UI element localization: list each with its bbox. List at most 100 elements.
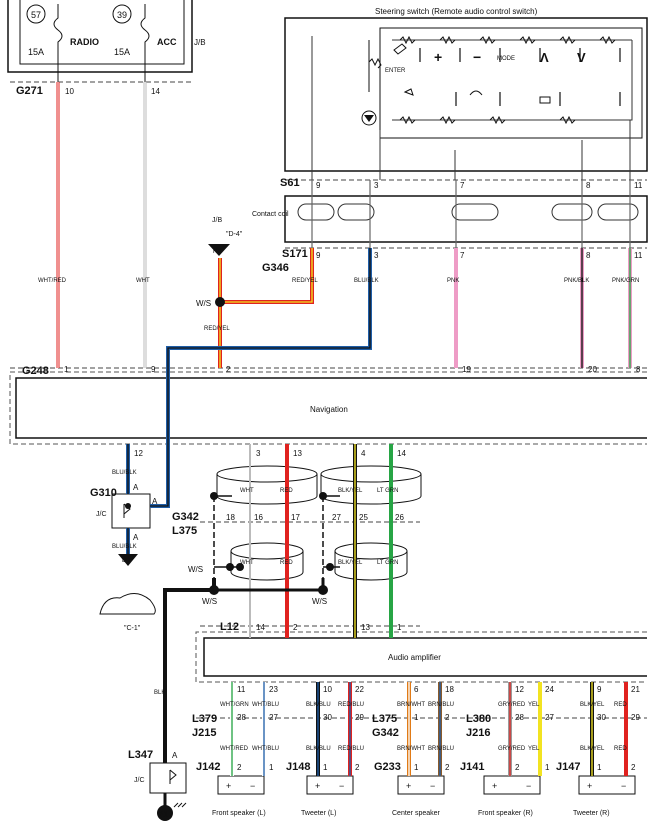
pin-mid-4: 1: [414, 713, 419, 722]
pin-amp-0: 11: [237, 685, 246, 694]
pin-mid-3: 29: [355, 713, 364, 722]
shield-cyl-1-top: [216, 465, 318, 483]
fuse1-number: 57: [31, 10, 41, 20]
pin-amp-3: 22: [355, 685, 364, 694]
speaker-name-1: Tweeter (L): [301, 810, 336, 817]
pin-s171-1: 3: [374, 251, 379, 260]
pin-s61-3: 8: [586, 181, 591, 190]
splice-dots: [125, 297, 334, 595]
pin-bottom-6: 2: [515, 763, 520, 772]
speaker-minus-0: −: [250, 781, 255, 791]
lbl-wht-red: WHT/RED: [38, 278, 67, 284]
lbl-amp-bot-9: RED: [614, 746, 627, 752]
pin-g248-3: 19: [462, 365, 471, 374]
g310-jc-box: [111, 493, 151, 529]
wire-blk-ground: [163, 578, 216, 763]
pin-l12-0: 14: [256, 623, 265, 632]
ground-no: 21: [159, 810, 168, 819]
pin-amp-5: 18: [445, 685, 454, 694]
shield-cyl-1: [216, 474, 318, 505]
lbl-lt-grn: LT GRN: [377, 488, 398, 494]
frames: [7, 0, 648, 821]
pin-amp-1: 23: [269, 685, 278, 694]
lbl-blu-blk-3: BLU/BLK: [112, 544, 137, 550]
lbl-red-3: RED: [280, 560, 293, 566]
speaker-name-0: Front speaker (L): [212, 810, 266, 817]
pin-mid-6: 28: [515, 713, 524, 722]
lbl-wht-3: WHT: [240, 560, 254, 566]
lbl-amp-top-9: RED: [614, 702, 627, 708]
shield-cyl-3: [230, 551, 304, 581]
conn-g342: G342: [172, 511, 199, 523]
conn-j215: J215: [192, 727, 216, 739]
conn-g346: G346: [262, 262, 289, 274]
pin-g271-a: 10: [65, 87, 74, 96]
minus-label: −: [473, 49, 481, 65]
lbl-blu-blk: BLU/BLK: [354, 278, 379, 284]
fuse2-amp: 15A: [114, 47, 130, 57]
speaker-minus-4: −: [621, 781, 626, 791]
contact-coil-loops: [297, 203, 639, 221]
ref-c1: "C-1": [124, 625, 141, 632]
pin-s171-4: 11: [634, 251, 643, 260]
pin-nav-2: 13: [293, 449, 302, 458]
pin-g248-0: 1: [64, 365, 69, 374]
splice-g310: [125, 503, 131, 509]
navigation-label: Navigation: [310, 405, 348, 414]
pin-bottom-4: 1: [414, 763, 419, 772]
jc-label-2: J/C: [134, 777, 145, 784]
pin-bottom-5: 2: [445, 763, 450, 772]
lbl-amp-bot-3: RED/BLU: [338, 746, 364, 752]
conn-s61: S61: [280, 177, 300, 189]
fuse2-number: 39: [117, 10, 127, 20]
pin-bottom-2: 1: [323, 763, 328, 772]
navigation-box: [15, 377, 647, 439]
speaker-plus-4: +: [587, 781, 592, 791]
lbl-amp-top-4: BRN/WHT: [397, 702, 425, 708]
lbl-amp-top-7: YEL: [528, 702, 540, 708]
up-label: Λ: [540, 50, 549, 65]
pin-nav-0: 12: [134, 449, 143, 458]
pin-s61-2: 7: [460, 181, 465, 190]
contact-coil-box: [284, 195, 648, 243]
ws-label-1: W/S: [196, 299, 211, 308]
pin-g271-b: 14: [151, 87, 160, 96]
speaker-name-2: Center speaker: [392, 810, 441, 817]
shield-cyl-2-top: [320, 465, 422, 483]
pin-amp-4: 6: [414, 685, 419, 694]
switch-resistors-bottom: [399, 115, 576, 125]
lbl-amp-top-8: BLK/YEL: [580, 702, 605, 708]
conn-g248: G248: [22, 365, 49, 377]
lbl-blk: BLK: [154, 690, 165, 696]
mode-label: MODE: [497, 56, 515, 62]
meter-icon: [99, 593, 156, 615]
lbl-amp-bot-1: WHT/BLU: [252, 746, 279, 752]
ref-d4: "D-4": [226, 231, 243, 238]
lbl-amp-top-0: WHT/GRN: [220, 702, 249, 708]
fuse1-amp: 15A: [28, 47, 44, 57]
switch-contacts: [419, 48, 621, 106]
wire-blu-blk-s171-stripe: [150, 248, 371, 507]
pin-g342-0: 18: [226, 513, 235, 522]
fuse2-name: ACC: [157, 37, 177, 47]
ground-hatch: [173, 802, 187, 808]
lbl-amp-top-5: BRN/BLU: [428, 702, 454, 708]
pin-l12-3: 1: [397, 623, 402, 632]
pin-s171-2: 7: [460, 251, 465, 260]
pin-bottom-8: 1: [597, 763, 602, 772]
conn-g271: G271: [16, 85, 43, 97]
lbl-amp-bot-8: BLK/YEL: [580, 746, 605, 752]
lbl-amp-top-6: GRY/RED: [498, 702, 526, 708]
conn-l375b: L375: [372, 713, 397, 725]
pin-bottom-0: 2: [237, 763, 242, 772]
conn-g342b: G342: [372, 727, 399, 739]
audio-amplifier-box: [203, 637, 647, 677]
steering-switch-box: [284, 17, 648, 172]
conn-j142: J142: [196, 761, 220, 773]
speaker-minus-2: −: [430, 781, 435, 791]
speaker-plus-0: +: [226, 781, 231, 791]
pin-mid-1: 27: [269, 713, 278, 722]
conn-j148: J148: [286, 761, 310, 773]
